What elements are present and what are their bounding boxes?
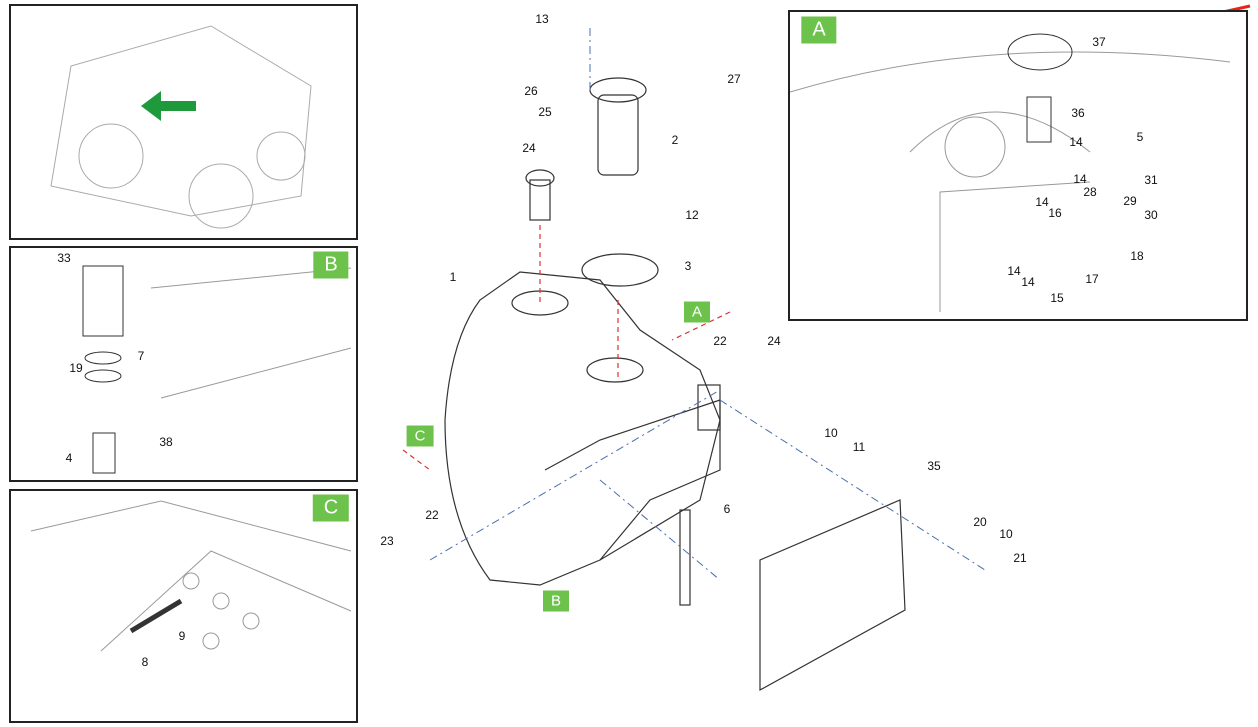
- callout-24: 24: [767, 334, 781, 348]
- flange-ring: [581, 253, 659, 287]
- callout-31: 31: [1144, 173, 1158, 187]
- callout-22: 22: [713, 334, 727, 348]
- callout-37: 37: [1092, 35, 1106, 49]
- callout-14: 14: [1007, 264, 1021, 278]
- callout-12: 12: [685, 208, 699, 222]
- callout-14: 14: [1073, 172, 1087, 186]
- callout-14: 14: [1069, 135, 1083, 149]
- callout-15: 15: [1050, 291, 1064, 305]
- callout-2: 2: [671, 133, 679, 147]
- callout-22: 22: [425, 508, 439, 522]
- callout-16: 16: [1048, 206, 1062, 220]
- callout-24: 24: [522, 141, 536, 155]
- callout-29: 29: [1123, 194, 1137, 208]
- callout-23: 23: [380, 534, 394, 548]
- callout-38: 38: [159, 435, 173, 449]
- view-c-marker: C: [406, 425, 434, 447]
- callout-3: 3: [684, 259, 692, 273]
- callout-5: 5: [1136, 130, 1144, 144]
- callout-8: 8: [141, 655, 149, 669]
- filter-element: [82, 265, 124, 337]
- callout-14: 14: [1035, 195, 1049, 209]
- panel-c-badge: C: [312, 494, 350, 522]
- bracket: [697, 384, 721, 431]
- callout-20: 20: [973, 515, 987, 529]
- view-a-marker: A: [683, 301, 711, 323]
- callout-13: 13: [535, 12, 549, 26]
- fuel-tank: [444, 271, 721, 586]
- callout-35: 35: [927, 459, 941, 473]
- callout-30: 30: [1144, 208, 1158, 222]
- breather: [529, 179, 551, 221]
- panel-c: [9, 489, 358, 723]
- strap: [679, 509, 691, 606]
- callout-21: 21: [1013, 551, 1027, 565]
- filter-housing: [597, 94, 639, 176]
- callout-18: 18: [1130, 249, 1144, 263]
- cover-plate: [759, 499, 906, 692]
- callout-25: 25: [538, 105, 552, 119]
- panel-overview: [9, 4, 358, 240]
- callout-27: 27: [727, 72, 741, 86]
- callout-10: 10: [999, 527, 1013, 541]
- callout-11: 11: [852, 440, 866, 454]
- callout-17: 17: [1085, 272, 1099, 286]
- callout-14: 14: [1021, 275, 1035, 289]
- view-b-marker: B: [542, 590, 570, 612]
- panel-a: [788, 10, 1248, 321]
- callout-36: 36: [1071, 106, 1085, 120]
- breather-cap: [1007, 33, 1073, 71]
- callout-28: 28: [1083, 185, 1097, 199]
- callout-19: 19: [69, 361, 83, 375]
- callout-9: 9: [178, 629, 186, 643]
- callout-7: 7: [137, 349, 145, 363]
- panel-b-badge: B: [313, 251, 349, 279]
- panel-b: [9, 246, 358, 482]
- panel-a-badge: A: [801, 16, 837, 44]
- green-arrow-icon: [141, 91, 196, 121]
- callout-1: 1: [449, 270, 457, 284]
- callout-33: 33: [57, 251, 71, 265]
- callout-10: 10: [824, 426, 838, 440]
- callout-6: 6: [723, 502, 731, 516]
- callout-26: 26: [524, 84, 538, 98]
- callout-4: 4: [65, 451, 73, 465]
